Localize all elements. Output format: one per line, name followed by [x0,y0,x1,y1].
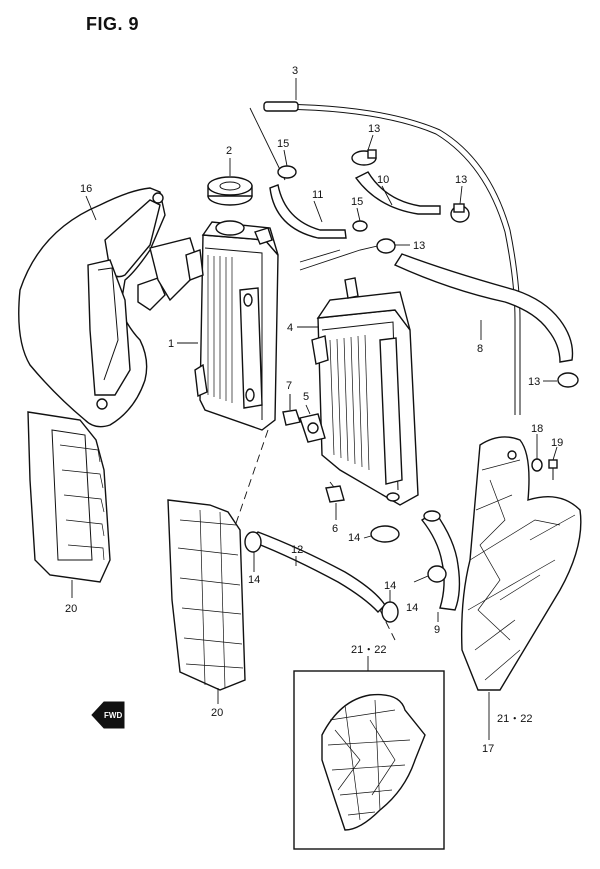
callout-17: 17 [482,743,494,755]
callout-21-22b: 21・22 [497,713,532,725]
callout-19: 19 [551,437,563,449]
callout-11: 11 [312,189,323,201]
callout-16: 16 [80,183,92,195]
bolt-part-19 [548,446,558,480]
callout-14d: 14 [406,602,418,614]
radiator-louver-part-20-center [167,499,246,704]
callout-2: 2 [226,145,232,157]
callout-labels: 1 2 3 4 5 6 7 8 9 10 11 12 13 13 13 13 1… [65,65,563,755]
radiator-shroud-part-16 [18,187,201,428]
fwd-label: FWD [104,711,122,720]
hose-clamp-part-13 [351,134,579,388]
callout-13d: 13 [528,376,540,388]
bolt-part-7 [282,394,301,426]
radiator-left-part-1 [177,220,279,431]
callout-12: 12 [291,544,303,556]
hose-part-12 [246,531,386,614]
bolt-part-6 [325,485,345,520]
callout-14b: 14 [348,532,360,544]
callout-18: 18 [531,423,543,435]
callout-3: 3 [292,65,298,77]
forward-arrow-icon: FWD [91,701,125,729]
callout-13b: 13 [455,174,467,186]
callout-21-22a: 21・22 [351,644,386,656]
callout-5: 5 [303,391,309,403]
inset-box-part-21-22 [293,656,445,850]
hose-clamp-part-14 [244,525,447,623]
callout-1: 1 [168,338,174,350]
hose-part-11 [269,184,347,239]
hose-part-8 [393,253,574,363]
collar-part-18 [531,434,543,472]
radiator-shroud-part-17 [460,436,582,740]
callout-10: 10 [377,174,389,186]
callout-14a: 14 [248,574,260,586]
callout-13a: 13 [368,123,380,135]
figure-title: FIG. 9 [86,14,140,34]
hose-clamp-part-15 [277,149,368,232]
radiator-louver-part-20-left [27,411,111,598]
callout-7: 7 [286,380,292,392]
overflow-tube-part-3 [263,78,521,415]
hose-part-9 [420,510,461,622]
callout-13c: 13 [413,240,425,252]
radiator-right-part-4 [297,277,419,506]
callout-9: 9 [434,624,440,636]
callout-8: 8 [477,343,483,355]
hose-part-10 [354,171,441,215]
radiator-cap-part-2 [207,158,253,206]
callout-15b: 15 [351,196,363,208]
grommet-part-5 [299,404,326,443]
callout-20a: 20 [65,603,77,615]
callout-14c: 14 [384,580,396,592]
callout-6: 6 [332,523,338,535]
callout-4: 4 [287,322,293,334]
callout-20b: 20 [211,707,223,719]
callout-15a: 15 [277,138,289,150]
